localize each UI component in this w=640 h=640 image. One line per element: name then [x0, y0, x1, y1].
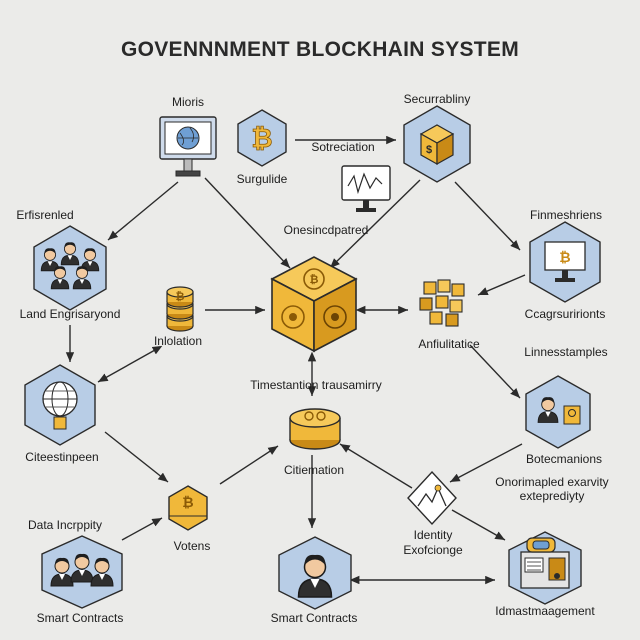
arrow-bundle-to-person-right: [469, 344, 521, 399]
bitcoin-icon: ₿: [310, 274, 319, 286]
label-smart-contracts-left: Smart Contracts: [36, 611, 124, 625]
label-data-incrppity: Data Incrppity: [27, 518, 103, 532]
hex-votes-node: ₿: [168, 485, 208, 531]
arrow-dataincr-to-votes: [121, 517, 163, 541]
arrow-block-to-cube: [329, 179, 421, 269]
bitcoin-icon: ₿: [176, 291, 185, 303]
connector-arrows: [65, 135, 526, 585]
svg-text:$: $: [426, 144, 432, 156]
database-node: [289, 408, 341, 450]
label-sotreciation: Sotreciation: [311, 140, 375, 154]
hex-monitor-node: ₿: [529, 221, 601, 303]
monitor-chart-node: [341, 165, 391, 212]
coin-stack-node: ₿: [166, 286, 194, 332]
hex-group-node: [41, 535, 123, 609]
arrow-chart-to-db: [339, 443, 413, 489]
arrow-chart-to-ids: [451, 509, 506, 541]
arrow-block-to-monitor-right: [454, 181, 521, 251]
gear-icon: [323, 305, 347, 329]
arrow-votes-to-db: [219, 445, 279, 485]
block-bundle-node: [419, 279, 465, 327]
label-finmeshriens: Finmeshriens: [529, 208, 603, 222]
label-onormapled-line2: exteprediyty: [519, 489, 585, 503]
page-title: GOVENNNMENT BLOCKHAIN SYSTEM: [120, 38, 520, 61]
hex-block-node: $: [403, 105, 471, 183]
bitcoin-icon: ₿: [251, 123, 272, 153]
chart-diamond-node: [407, 470, 457, 526]
label-identity: Identity: [413, 528, 453, 542]
label-surgulide: Surgulide: [236, 172, 288, 186]
monitor-globe-node: [159, 116, 217, 177]
arrow-monitor-to-cube: [204, 177, 291, 269]
arrow-monitor-right-to-bundle: [477, 274, 526, 296]
hex-globe-node: [24, 364, 96, 446]
bitcoin-icon: ₿: [559, 249, 570, 265]
label-votens: Votens: [173, 539, 211, 553]
label-land-engrisaryond: Land Engrisaryond: [19, 307, 121, 321]
hex-person-node: [525, 375, 591, 449]
gear-icon: [281, 305, 305, 329]
label-inlolation: Inlolation: [153, 334, 203, 348]
label-securrabliny: Securrabliny: [403, 92, 471, 106]
label-onesincdpatred: Onesincdpatred: [283, 223, 369, 237]
central-blockchain-cube: ₿: [270, 256, 358, 353]
bitcoin-icon: ₿: [182, 494, 193, 510]
arrow-monitor-to-people: [107, 181, 179, 241]
hex-people-node: [33, 225, 107, 311]
id-machine-node: [508, 531, 582, 605]
label-mioris: Mioris: [172, 95, 204, 109]
arrow-inlolation-globe: [97, 345, 163, 383]
label-exofcionge: Exofcionge: [403, 543, 463, 557]
label-botecmanions: Botecmanions: [525, 452, 603, 466]
label-onormapled-line1: Onorimapled exarvity: [495, 475, 609, 489]
arrow-person-to-chart: [449, 443, 523, 483]
label-citeestinpeen: Citeestinpeen: [25, 450, 99, 464]
hex-bitcoin-node: ₿: [237, 109, 287, 167]
label-anfiulitatice: Anfiulitatice: [418, 337, 480, 351]
label-ccagrsuririonts: Ccagrsuririonts: [524, 307, 606, 321]
hex-center-person-node: [278, 536, 352, 610]
label-citiemation: Citiemation: [283, 463, 345, 477]
arrow-globe-to-votes: [104, 431, 169, 483]
label-erfisrenled: Erfisrenled: [16, 208, 74, 222]
label-idmastmaagement: Idmastmaagement: [495, 604, 595, 618]
label-timestantion: Timestantion trausamirry: [250, 378, 382, 392]
label-smart-contracts-center: Smart Contracts: [270, 611, 358, 625]
label-linnesstamples: Linnesstamples: [524, 345, 608, 359]
